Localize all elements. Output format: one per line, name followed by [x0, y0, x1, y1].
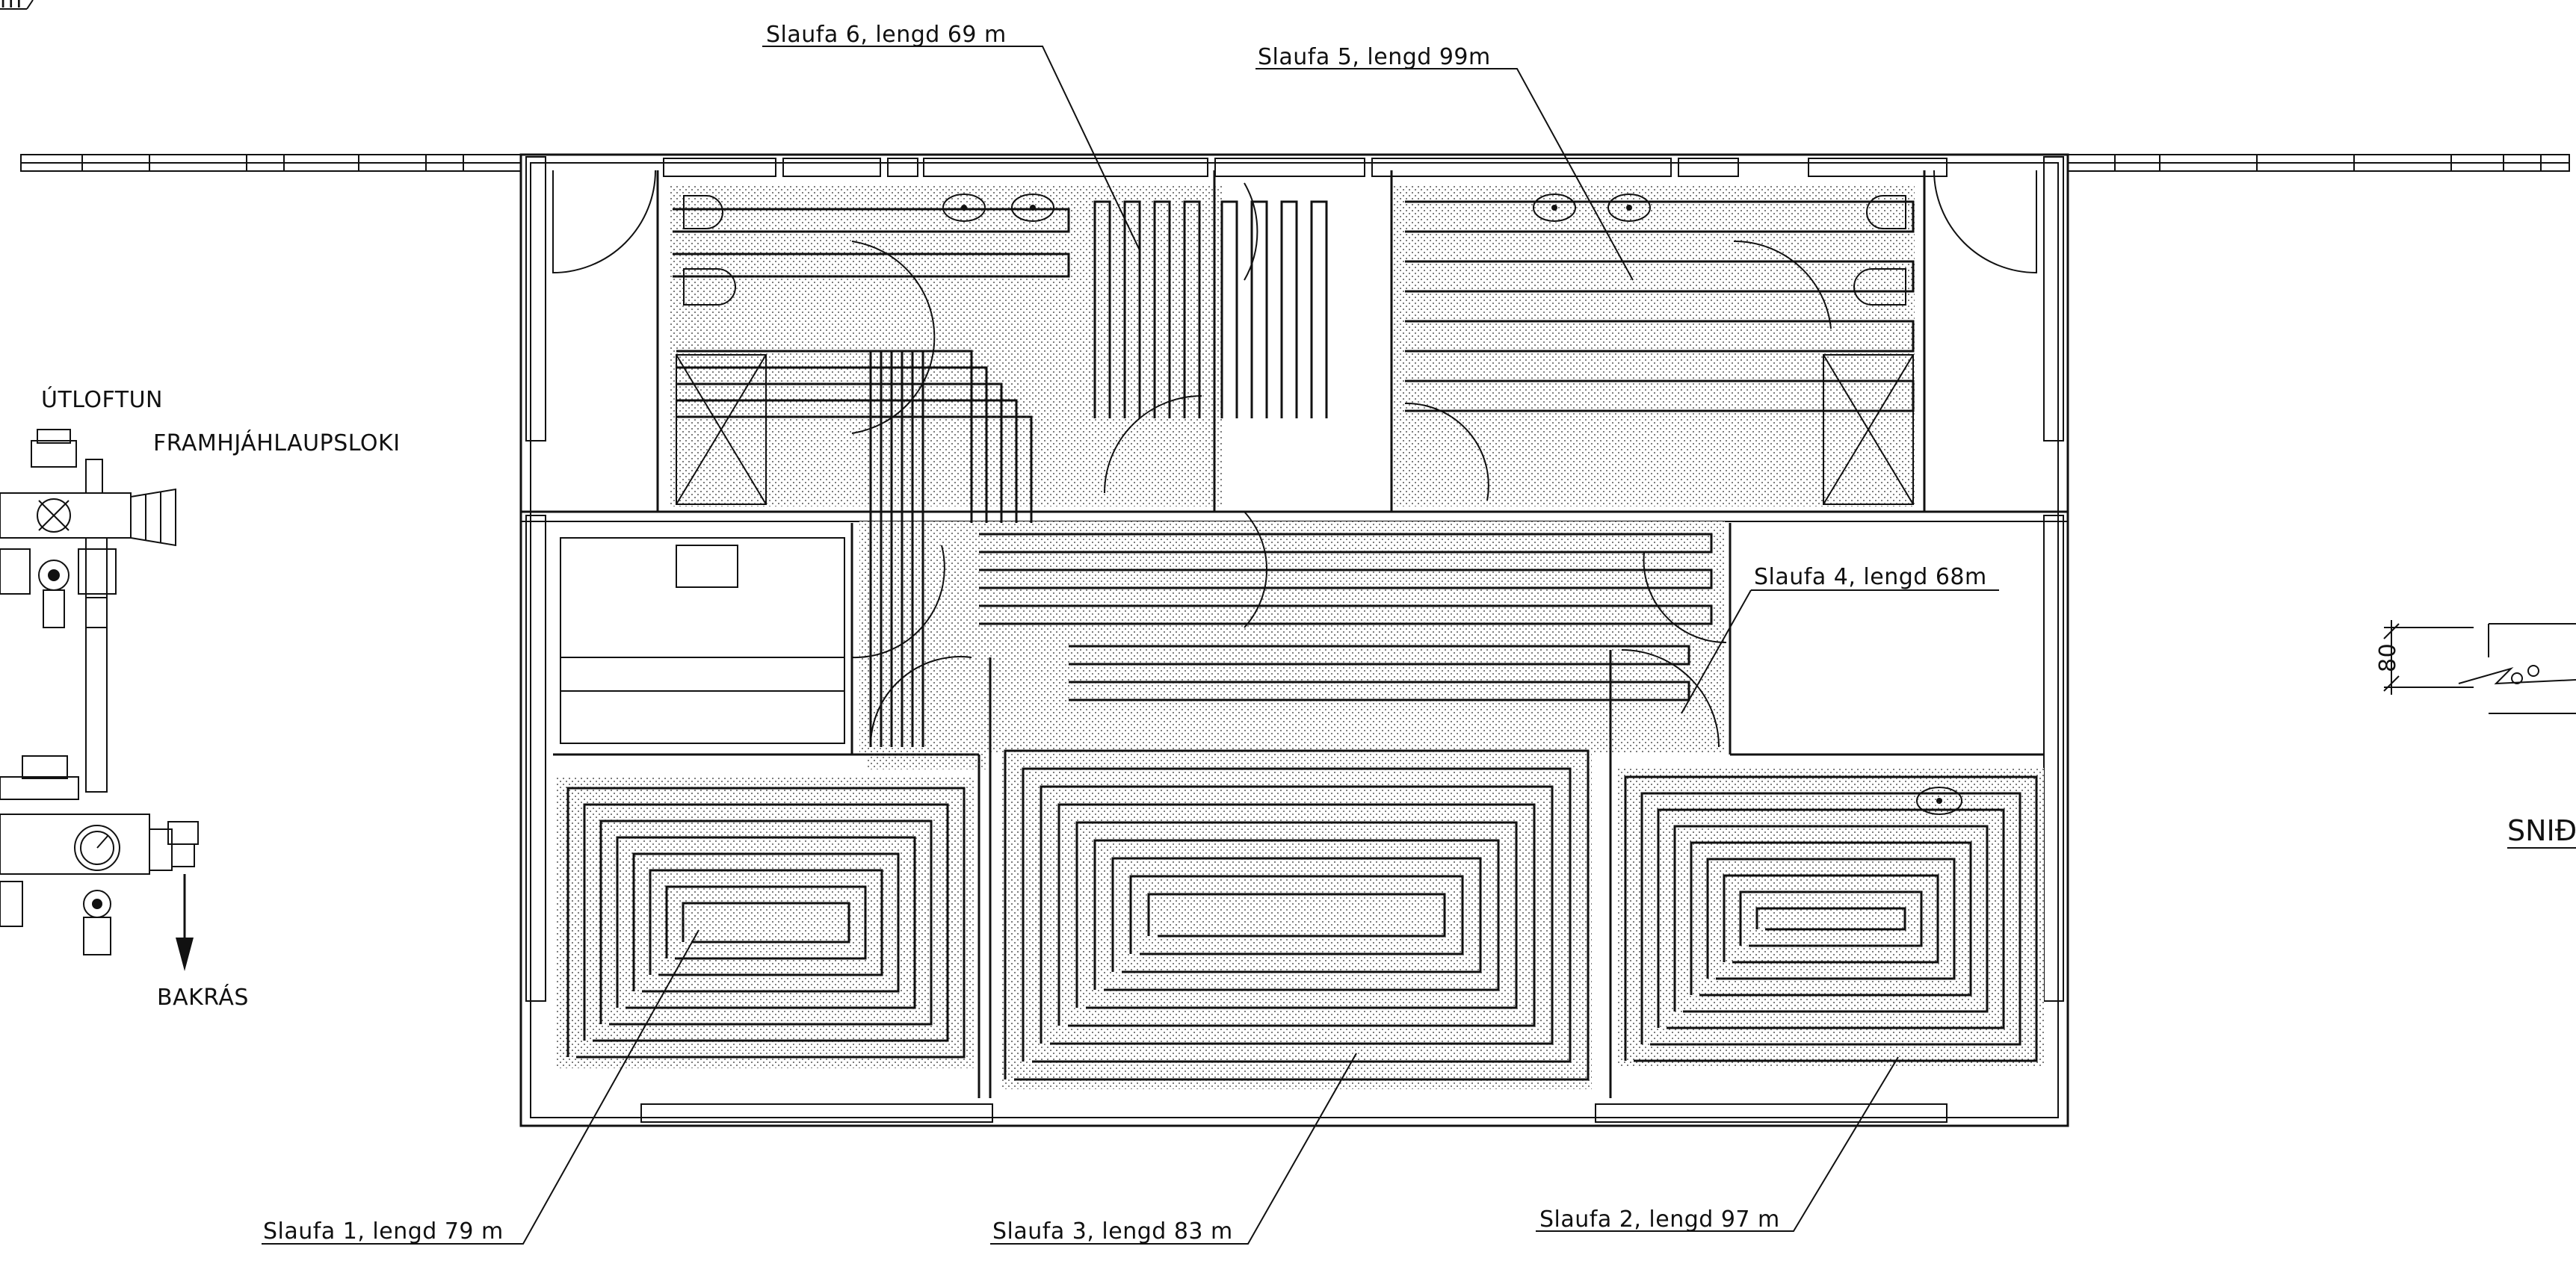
loop-2-pipe — [1690, 841, 1972, 997]
loop-3-pipe — [1129, 875, 1464, 955]
loop-4-label: Slaufa 4, lengd 68m — [1754, 564, 1987, 590]
loop-1-pipe — [616, 836, 916, 1009]
loop-1-label: Slaufa 1, lengd 79 m — [263, 1218, 504, 1245]
loop-6-label: Slaufa 6, lengd 69 m — [766, 22, 1007, 48]
leader-lines — [262, 46, 1999, 1245]
loop-2-pipe — [1739, 890, 1923, 947]
loop-5-label: Slaufa 5, lengd 99m — [1258, 44, 1491, 70]
loop-1-pipe — [599, 820, 933, 1026]
loop-4-pipe — [979, 568, 1713, 589]
loop-2-pipe — [1640, 792, 2021, 1046]
storage-boxes — [676, 354, 1914, 505]
vent-label: ÚTLOFTUN — [41, 385, 163, 413]
loop-6-pipe — [673, 252, 1070, 278]
side-windows — [525, 156, 2064, 1002]
loop-6-pipe — [673, 208, 1070, 233]
pipe-loops — [566, 200, 2038, 1081]
loop-3-pipe — [1147, 893, 1446, 938]
feed-pipe — [676, 382, 1003, 523]
interior-walls — [553, 170, 2044, 1098]
loop-6-pipe — [1220, 200, 1238, 418]
interior-doors — [851, 182, 1832, 748]
top-windows — [640, 158, 1948, 1123]
feed-pipe — [676, 366, 988, 523]
loop-1-pipe — [632, 852, 900, 993]
loop-3-pipe — [1075, 821, 1518, 1009]
loop-3-pipe — [1004, 749, 1590, 1081]
loop-3-pipe — [1111, 857, 1482, 973]
feed-pipe — [676, 399, 1018, 523]
loop-2-pipe — [1755, 907, 1906, 931]
loop-4-pipe — [979, 533, 1713, 554]
loop-2-pipe — [1657, 808, 2005, 1029]
section-title: SNIÐ — [2507, 814, 2576, 847]
loop-1-pipe — [682, 902, 850, 944]
loop-5-pipe — [1405, 200, 1915, 233]
loop-6-pipe — [1123, 200, 1141, 418]
loop-1-pipe — [566, 787, 966, 1059]
loop-3-pipe — [1040, 785, 1554, 1045]
loop-3-label: Slaufa 3, lengd 83 m — [992, 1218, 1233, 1245]
feed-pipe — [676, 350, 973, 523]
corner-label: m — [0, 0, 34, 13]
loop-6-pipe — [1093, 200, 1111, 418]
technical-room — [560, 537, 845, 744]
manifold: ÚTLOFTUN FRAMHJÁHLAUPSLOKI BAKRÁS — [0, 385, 401, 1011]
loop-3-pipe — [1057, 803, 1536, 1027]
loop-1-pipe — [583, 803, 949, 1042]
loop-2-pipe — [1723, 874, 1939, 964]
loop-6-pipe — [1310, 200, 1328, 418]
bypass-valve-label: FRAMHJÁHLAUPSLOKI — [153, 430, 401, 456]
dimension-text: 80 — [2375, 643, 2401, 672]
loop-6-pipe — [1153, 200, 1171, 418]
loop-5-pipe — [1405, 320, 1915, 353]
heating-areas — [557, 185, 2044, 1089]
loop-4-pipe — [1069, 645, 1690, 666]
fixtures — [683, 193, 1962, 815]
loop-6-pipe — [1183, 200, 1201, 418]
loop-5-pipe — [1405, 260, 1915, 293]
loop-2-pipe — [1706, 858, 1956, 980]
loop-1-pipe — [665, 885, 867, 960]
feed-pipe — [676, 415, 1033, 523]
entry-doors — [552, 170, 2037, 274]
corner-fragment-text: m — [0, 0, 22, 13]
loop-4-pipe — [1069, 681, 1690, 701]
loop-2-label: Slaufa 2, lengd 97 m — [1539, 1206, 1780, 1233]
loop-3-pipe — [1022, 767, 1572, 1063]
loop-6-pipe — [1250, 200, 1268, 418]
loop-6-pipe — [1280, 200, 1298, 418]
loop-2-pipe — [1624, 775, 2038, 1062]
loop-1-pipe — [649, 869, 883, 976]
section-detail: 80 SNIÐ — [2375, 620, 2576, 849]
loop-2-pipe — [1673, 825, 1989, 1013]
loop-3-pipe — [1093, 839, 1500, 991]
return-label: BAKRÁS — [157, 984, 249, 1011]
loop-4-pipe — [979, 604, 1713, 625]
